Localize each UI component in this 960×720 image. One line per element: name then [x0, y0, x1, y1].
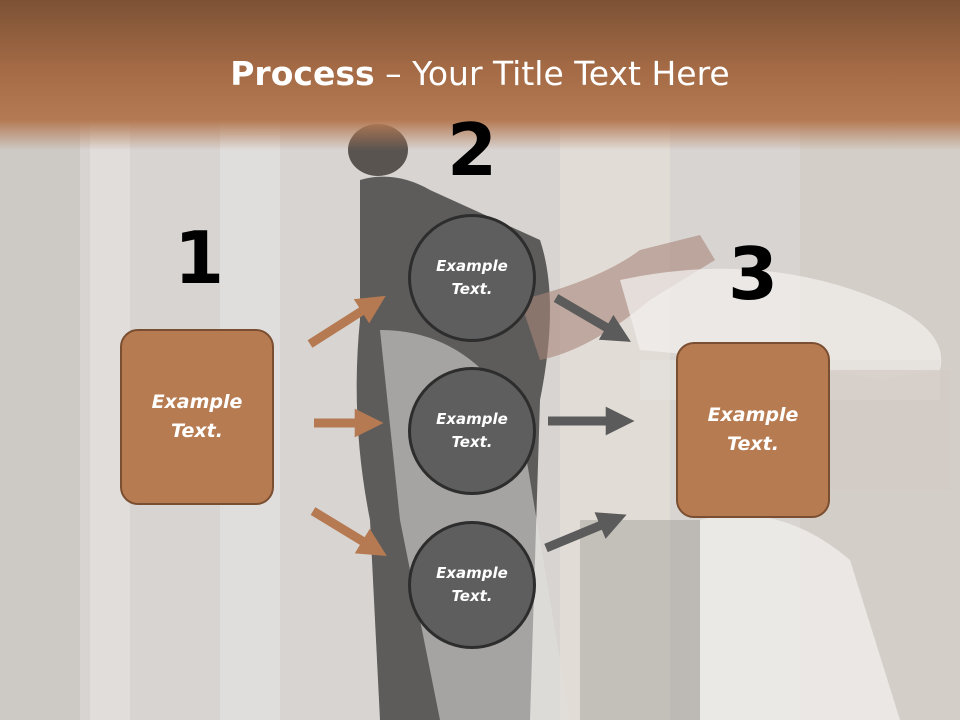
step-2-circle-bottom: Example Text.: [408, 521, 536, 649]
step-1-text: Example Text.: [151, 391, 243, 442]
title-band: [0, 0, 960, 150]
step-1-box: Example Text.: [120, 329, 274, 505]
step-2-text-middle: Example Text.: [436, 410, 508, 451]
arrow-2c-to-3: [544, 512, 627, 553]
step-2-text-bottom: Example Text.: [436, 564, 508, 605]
step-number-1: 1: [173, 216, 225, 300]
step-2-circle-top: Example Text.: [408, 214, 536, 342]
step-number-2: 2: [446, 108, 498, 192]
arrow-2a-to-3: [553, 294, 631, 342]
title-bold: Process: [230, 54, 375, 93]
step-2-circle-middle: Example Text.: [408, 367, 536, 495]
step-number-3: 3: [727, 232, 779, 316]
step-3-box: Example Text.: [676, 342, 830, 518]
arrow-1-to-2c: [310, 507, 387, 556]
step-3-text: Example Text.: [707, 404, 799, 455]
title-rest: – Your Title Text Here: [374, 54, 730, 93]
step-2-text-top: Example Text.: [436, 257, 508, 298]
slide-title: Process – Your Title Text Here: [0, 52, 960, 96]
arrow-1-to-2a: [307, 295, 386, 348]
